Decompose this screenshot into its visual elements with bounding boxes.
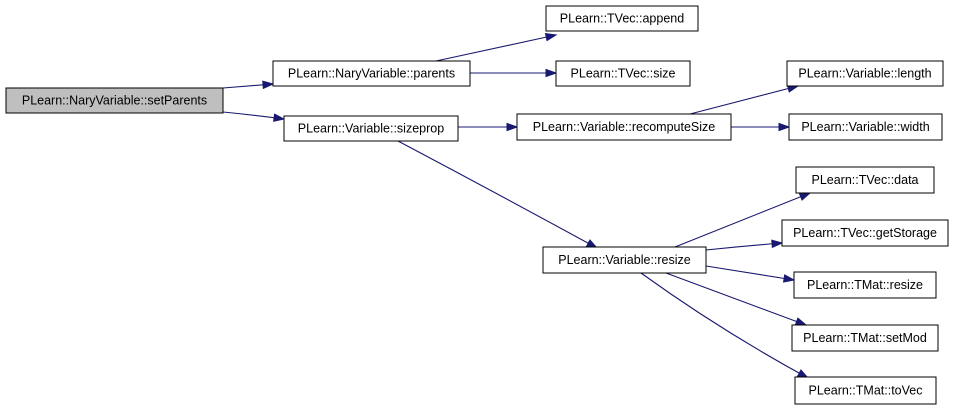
edge-sizeprop-to-resize [397,140,598,249]
node-tvec-data[interactable]: PLearn::TVec::data [795,166,935,194]
arrowhead-parents-to-tvec_size [545,68,558,78]
node-label: PLearn::TVec::size [571,66,676,80]
node-label: PLearn::Variable::length [798,66,931,80]
arrowhead-sizeprop-to-recompute [506,122,519,132]
node-label: PLearn::TMat::toVec [809,383,923,397]
node-label: PLearn::TVec::data [811,173,918,187]
node-tvec-append[interactable]: PLearn::TVec::append [545,5,699,32]
arrowhead-resize-to-getstorage [771,239,784,249]
node-label: PLearn::Variable::sizeprop [298,121,444,135]
node-variable-resize[interactable]: PLearn::Variable::resize [542,246,707,274]
node-tmat-resize[interactable]: PLearn::TMat::resize [793,271,937,299]
node-variable-length[interactable]: PLearn::Variable::length [786,60,944,87]
node-label: PLearn::NaryVariable::setParents [22,93,207,107]
arrowhead-resize-to-tvec_data [798,192,812,201]
edges [222,33,812,379]
edge-resize-to-setmod [665,272,807,326]
node-tvec-getstorage[interactable]: PLearn::TVec::getStorage [781,219,949,247]
node-label: PLearn::TMat::resize [807,278,923,292]
nodes: PLearn::NaryVariable::setParents PLearn:… [5,5,949,405]
node-label: PLearn::Variable::resize [558,253,691,267]
node-variable-sizeprop[interactable]: PLearn::Variable::sizeprop [283,115,459,142]
arrowhead-root-to-sizeprop [273,113,286,122]
node-root-setparents[interactable]: PLearn::NaryVariable::setParents [5,87,224,114]
node-variable-recomputesize[interactable]: PLearn::Variable::recomputeSize [516,113,732,141]
node-tmat-tovec[interactable]: PLearn::TMat::toVec [794,376,937,405]
node-label: PLearn::TVec::append [560,11,684,25]
node-label: PLearn::TMat::setMod [803,331,927,345]
node-label: PLearn::Variable::width [801,120,929,134]
node-label: PLearn::TVec::getStorage [793,226,937,240]
node-tmat-setmod[interactable]: PLearn::TMat::setMod [791,324,939,352]
arrowhead-resize-to-setmod [794,317,808,326]
arrowhead-root-to-parents [262,80,275,90]
arrowhead-parents-to-append [544,33,558,42]
edge-resize-to-tvec_data [674,192,811,248]
node-label: PLearn::Variable::recomputeSize [533,120,716,134]
node-label: PLearn::NaryVariable::parents [288,66,455,80]
arrowhead-recompute-to-width [778,122,791,132]
edge-parents-to-append [435,34,557,62]
edge-resize-to-getstorage [705,242,783,251]
edge-recompute-to-length [689,85,799,115]
arrowhead-resize-to-tmat_resize [782,274,796,283]
node-naryvariable-parents[interactable]: PLearn::NaryVariable::parents [272,60,471,87]
node-variable-width[interactable]: PLearn::Variable::width [788,113,943,141]
edge-resize-to-tovec [640,272,809,379]
edge-resize-to-tmat_resize [705,265,795,281]
node-tvec-size[interactable]: PLearn::TVec::size [555,60,691,87]
